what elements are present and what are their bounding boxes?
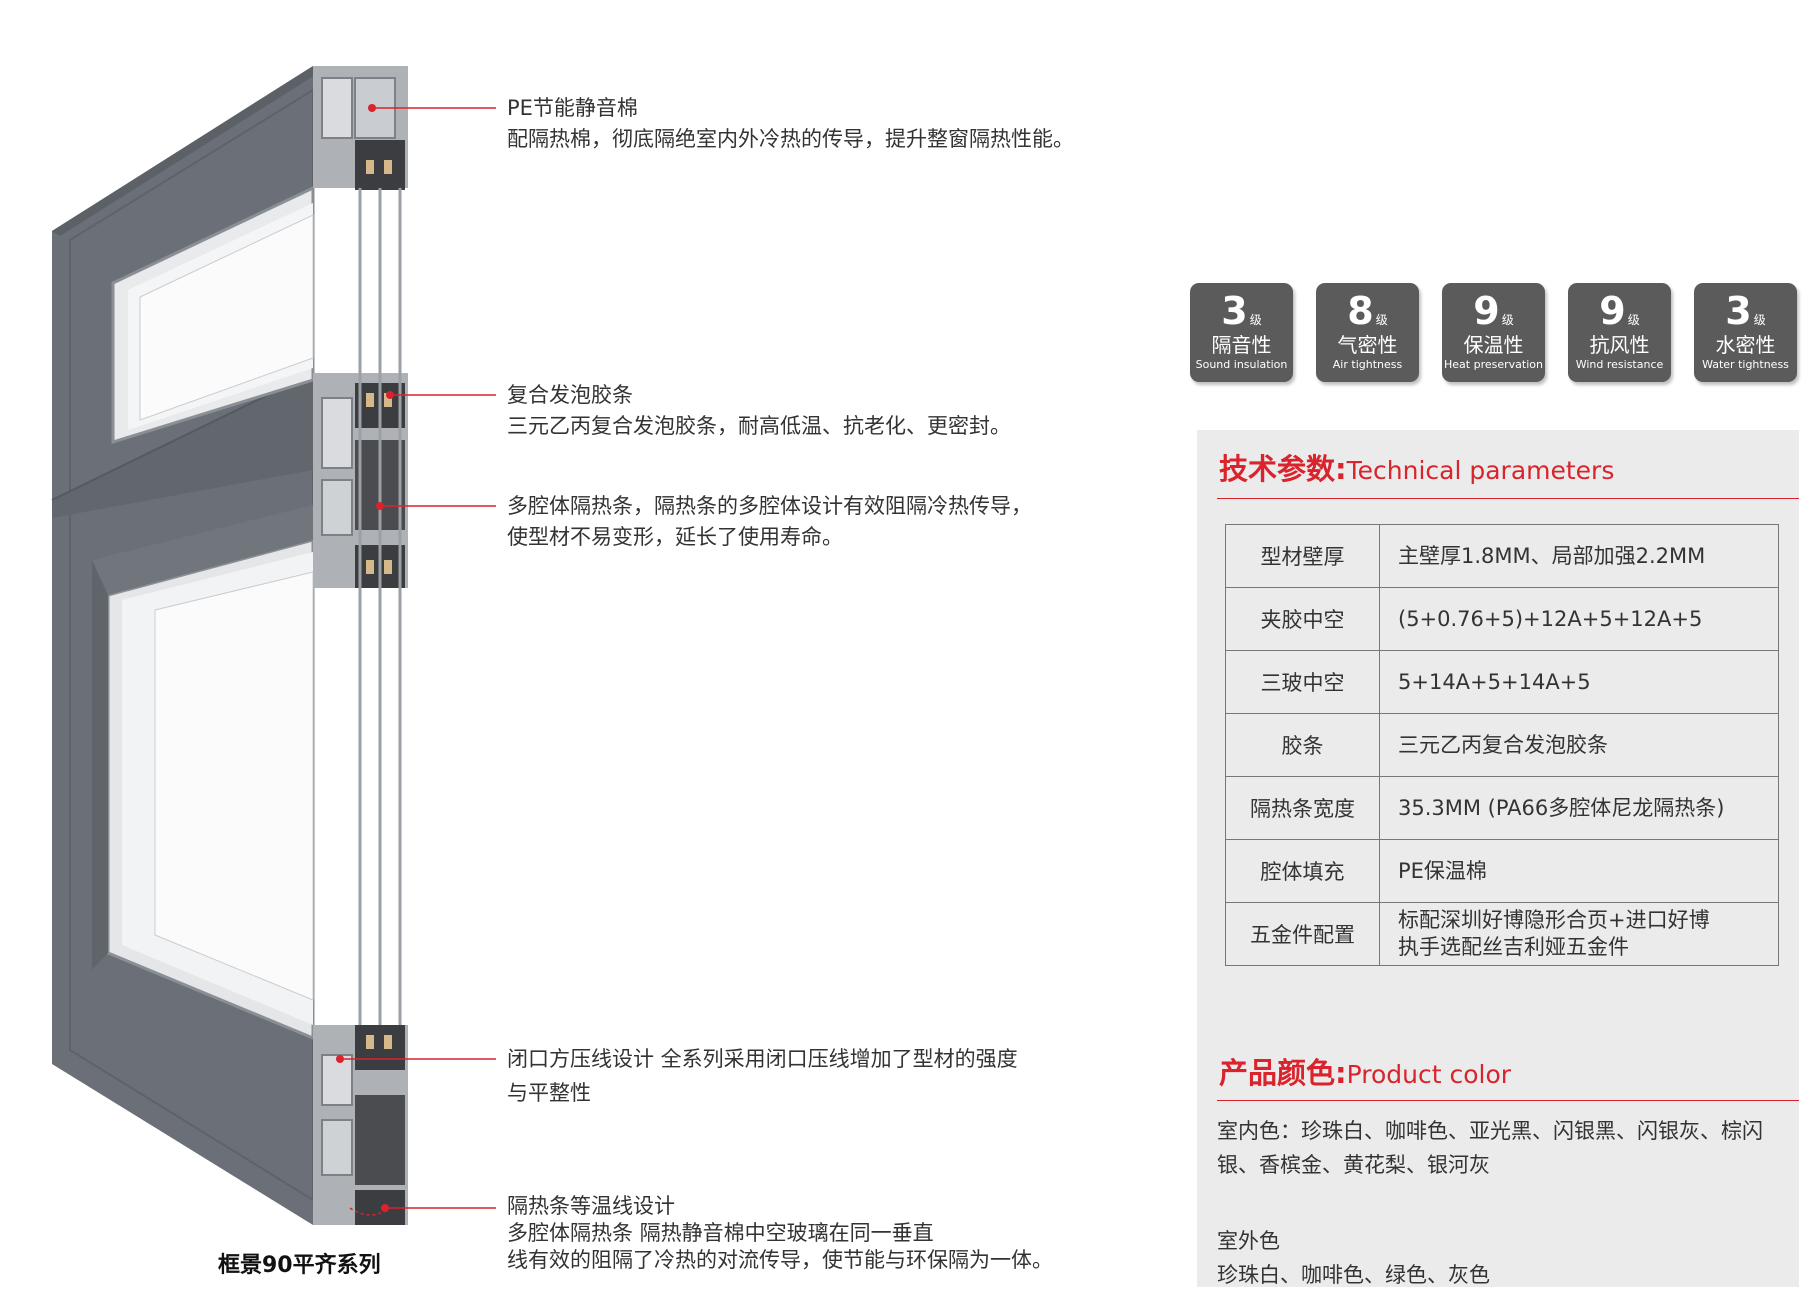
window-profile-illustration — [51, 66, 496, 1225]
badge-grade: 8 — [1347, 289, 1374, 333]
table-row: 三玻中空 5+14A+5+14A+5 — [1225, 650, 1779, 714]
callout-title: 闭口方压线设计 全系列采用闭口压线增加了型材的强度 — [507, 1047, 1018, 1071]
badge-en: Sound insulation — [1195, 358, 1288, 371]
param-value: 主壁厚1.8MM、局部加强2.2MM — [1379, 524, 1779, 588]
badge-unit: 级 — [1753, 313, 1766, 327]
product-color-heading: 产品颜色:Product color — [1219, 1050, 1511, 1092]
table-row: 型材壁厚 主壁厚1.8MM、局部加强2.2MM — [1225, 524, 1779, 588]
product-color-title-cn: 产品颜色: — [1219, 1056, 1347, 1090]
badge-unit: 级 — [1501, 313, 1514, 327]
callout-desc: 配隔热棉，彻底隔绝室内外冷热的传导，提升整窗隔热性能。 — [507, 127, 1074, 151]
callout-desc-2: 线有效的阻隔了冷热的对流传导，使节能与环保隔为一体。 — [507, 1248, 1053, 1272]
callout-desc: 使型材不易变形，延长了使用寿命。 — [507, 525, 843, 549]
param-value: 35.3MM (PA66多腔体尼龙隔热条) — [1379, 776, 1779, 840]
indoor-colors: 室内色：珍珠白、咖啡色、亚光黑、闪银黑、闪银灰、棕闪银、香槟金、黄花梨、银河灰 — [1217, 1119, 1763, 1177]
badge-name: 保温性 — [1463, 333, 1524, 357]
callout-pe-insulation: PE节能静音棉 配隔热棉，彻底隔绝室内外冷热的传导，提升整窗隔热性能。 — [507, 93, 1074, 155]
product-color-title-en: Product color — [1346, 1060, 1512, 1089]
badge-unit: 级 — [1375, 313, 1388, 327]
product-color-divider — [1217, 1100, 1799, 1101]
badge-unit: 级 — [1249, 313, 1262, 327]
table-row: 腔体填充 PE保温棉 — [1225, 839, 1779, 903]
outdoor-colors-label: 室外色 — [1217, 1229, 1280, 1253]
callout-title: 多腔体隔热条，隔热条的多腔体设计有效阻隔冷热传导， — [507, 494, 1032, 518]
outdoor-colors: 珍珠白、咖啡色、绿色、灰色 — [1217, 1263, 1490, 1287]
param-value: 5+14A+5+14A+5 — [1379, 650, 1779, 714]
param-value: 标配深圳好博隐形合页+进口好博执手选配丝吉利娅五金件 — [1379, 902, 1779, 966]
table-row: 夹胶中空 (5+0.76+5)+12A+5+12A+5 — [1225, 587, 1779, 651]
param-key: 夹胶中空 — [1225, 587, 1380, 651]
badge-unit: 级 — [1627, 313, 1640, 327]
tech-params-table: 型材壁厚 主壁厚1.8MM、局部加强2.2MM 夹胶中空 (5+0.76+5)+… — [1225, 524, 1779, 966]
series-caption: 框景90平齐系列 — [218, 1253, 381, 1278]
badge-en: Air tightness — [1332, 358, 1403, 371]
badge-en: Heat preservation — [1444, 358, 1543, 371]
param-value-line-1: 标配深圳好博隐形合页+进口好博 — [1398, 908, 1710, 932]
badge-name: 水密性 — [1715, 333, 1776, 357]
badge-en: Water tightness — [1702, 358, 1789, 371]
badge-grade: 9 — [1599, 289, 1626, 333]
badge-grade: 3 — [1725, 289, 1752, 333]
callout-title: PE节能静音棉 — [507, 96, 638, 120]
param-value: (5+0.76+5)+12A+5+12A+5 — [1379, 587, 1779, 651]
param-key: 五金件配置 — [1225, 902, 1380, 966]
badge-name: 隔音性 — [1211, 333, 1272, 357]
callout-desc: 与平整性 — [507, 1081, 591, 1105]
callout-leaders — [336, 104, 496, 1216]
badge-name: 抗风性 — [1589, 333, 1650, 357]
table-row: 隔热条宽度 35.3MM (PA66多腔体尼龙隔热条) — [1225, 776, 1779, 840]
spec-panel: 技术参数:Technical parameters 型材壁厚 主壁厚1.8MM、… — [1197, 430, 1799, 1287]
param-key: 型材壁厚 — [1225, 524, 1380, 588]
param-value-line-2: 执手选配丝吉利娅五金件 — [1398, 935, 1629, 959]
param-value: PE保温棉 — [1379, 839, 1779, 903]
param-value: 三元乙丙复合发泡胶条 — [1379, 713, 1779, 777]
callout-desc: 三元乙丙复合发泡胶条，耐高低温、抗老化、更密封。 — [507, 414, 1011, 438]
badge-en: Wind resistance — [1575, 358, 1664, 371]
param-key: 胶条 — [1225, 713, 1380, 777]
badge-name: 气密性 — [1337, 333, 1398, 357]
callout-isotherm: 隔热条等温线设计 多腔体隔热条 隔热静音棉中空玻璃在同一垂直 线有效的阻隔了冷热… — [507, 1193, 1053, 1274]
table-row: 胶条 三元乙丙复合发泡胶条 — [1225, 713, 1779, 777]
badge-grade: 9 — [1473, 289, 1500, 333]
table-row: 五金件配置 标配深圳好博隐形合页+进口好博执手选配丝吉利娅五金件 — [1225, 902, 1779, 966]
param-key: 腔体填充 — [1225, 839, 1380, 903]
callout-closed-bead: 闭口方压线设计 全系列采用闭口压线增加了型材的强度 与平整性 — [507, 1042, 1018, 1110]
callout-title: 隔热条等温线设计 — [507, 1194, 675, 1218]
callout-desc: 多腔体隔热条 隔热静音棉中空玻璃在同一垂直 — [507, 1221, 934, 1245]
tech-params-title-cn: 技术参数: — [1219, 452, 1347, 486]
callout-title: 复合发泡胶条 — [507, 383, 633, 407]
tech-params-heading: 技术参数:Technical parameters — [1219, 446, 1614, 488]
param-key: 三玻中空 — [1225, 650, 1380, 714]
tech-params-title-en: Technical parameters — [1346, 456, 1615, 485]
badge-grade: 3 — [1221, 289, 1248, 333]
callout-foam-gasket: 复合发泡胶条 三元乙丙复合发泡胶条，耐高低温、抗老化、更密封。 — [507, 380, 1011, 442]
param-key: 隔热条宽度 — [1225, 776, 1380, 840]
callout-thermal-strip: 多腔体隔热条，隔热条的多腔体设计有效阻隔冷热传导， 使型材不易变形，延长了使用寿… — [507, 491, 1032, 553]
tech-params-divider — [1217, 498, 1799, 499]
